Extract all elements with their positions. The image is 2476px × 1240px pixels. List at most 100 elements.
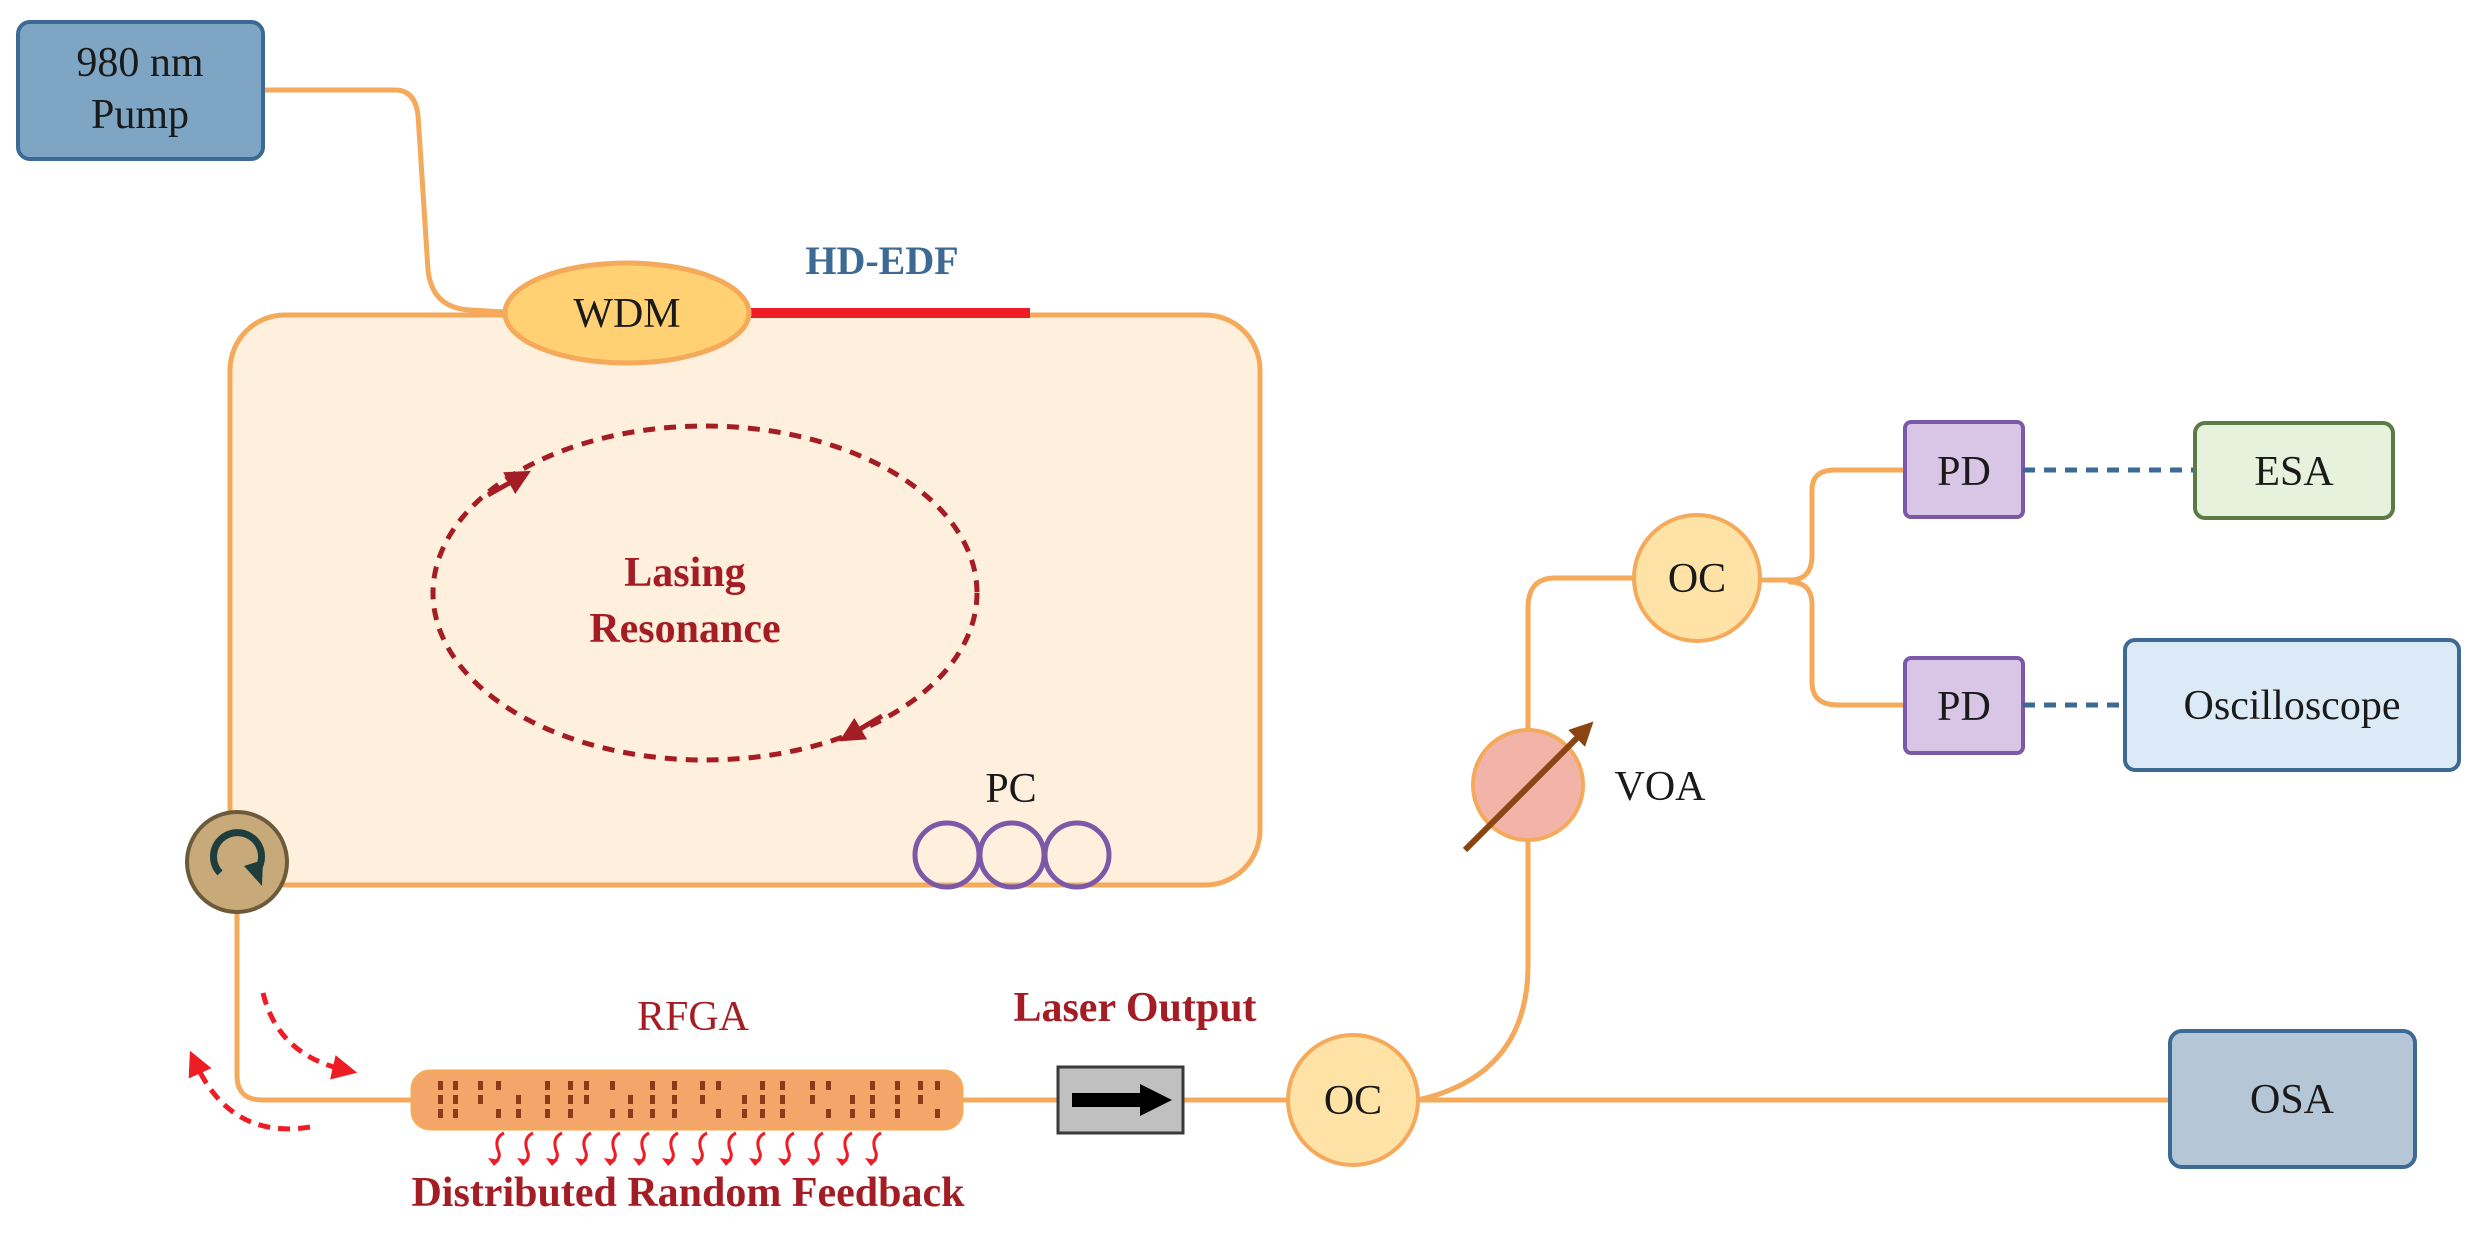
- grating-mark: [810, 1095, 815, 1104]
- grating-mark: [568, 1081, 573, 1090]
- pump-label-line2: Pump: [91, 92, 189, 138]
- lasing-label-line2: Resonance: [589, 606, 780, 652]
- feedback-return-arrow: [188, 1050, 311, 1132]
- rfga-label: RFGA: [637, 994, 750, 1040]
- grating-mark: [672, 1095, 677, 1104]
- grating-mark: [742, 1109, 747, 1118]
- oc-upper-label: OC: [1668, 556, 1726, 602]
- osa-box: [2168, 1029, 2417, 1169]
- resonance-arrow-bottom: [839, 713, 884, 742]
- grating-mark: [545, 1095, 550, 1104]
- feedback-arrow-head: [749, 1158, 761, 1166]
- grating-mark: [545, 1081, 550, 1090]
- grating-mark: [438, 1081, 443, 1090]
- oscilloscope-box: [2123, 638, 2461, 772]
- esa-label: ESA: [2254, 449, 2334, 495]
- pump-fiber: [260, 87, 508, 315]
- feedback-arrow: [493, 1131, 505, 1165]
- grating-mark: [610, 1109, 615, 1118]
- grating-mark: [895, 1081, 900, 1090]
- grating-mark: [935, 1109, 940, 1118]
- grating-mark: [780, 1081, 785, 1090]
- grating-mark: [700, 1081, 705, 1090]
- feedback-arrow: [551, 1131, 563, 1165]
- pump-box: [16, 20, 265, 161]
- feedback-arrow-head: [488, 1158, 500, 1166]
- grating-mark: [760, 1109, 765, 1118]
- feedback-arrow: [638, 1131, 650, 1165]
- wdm-coupler: [502, 260, 752, 366]
- grating-mark: [650, 1081, 655, 1090]
- grating-mark: [700, 1095, 705, 1104]
- lasing-label-line1: Lasing: [624, 550, 745, 596]
- pc-label: PC: [985, 766, 1036, 812]
- grating-mark: [650, 1109, 655, 1118]
- grating-mark: [935, 1081, 940, 1090]
- upper-oc-split-fiber: [1755, 467, 1908, 708]
- incoming-arrow: [260, 992, 358, 1080]
- grating-mark: [584, 1095, 589, 1104]
- grating-mark: [760, 1095, 765, 1104]
- grating-mark: [516, 1109, 521, 1118]
- pc-loop-3: [1042, 820, 1112, 890]
- grating-mark: [918, 1095, 923, 1104]
- feedback-arrow: [725, 1131, 737, 1165]
- feedback-arrow: [812, 1131, 824, 1165]
- feedback-arrow-head: [604, 1158, 616, 1166]
- feedback-arrow-head: [865, 1158, 877, 1166]
- feedback-arrow-head: [778, 1158, 790, 1166]
- feedback-arrow: [783, 1131, 795, 1165]
- grating-mark: [496, 1081, 501, 1090]
- grating-mark: [453, 1109, 458, 1118]
- grating-mark: [568, 1109, 573, 1118]
- feedback-arrow: [580, 1131, 592, 1165]
- oc-main: [1286, 1033, 1420, 1167]
- circulator-to-rfga-fiber: [234, 909, 415, 1103]
- grating-mark: [850, 1109, 855, 1118]
- grating-mark: [870, 1081, 875, 1090]
- grating-mark: [895, 1095, 900, 1104]
- grating-mark: [568, 1095, 573, 1104]
- feedback-arrow-head: [691, 1158, 703, 1166]
- resonance-arrow-top: [486, 470, 531, 498]
- feedback-arrow: [667, 1131, 679, 1165]
- pd-top-label: PD: [1937, 449, 1991, 495]
- grating-mark: [516, 1095, 521, 1104]
- oc-to-voa-fiber: [1415, 575, 1638, 1103]
- esa-box: [2193, 421, 2395, 520]
- grating-mark: [628, 1109, 633, 1118]
- feedback-arrow-head: [517, 1158, 529, 1166]
- grating-mark: [453, 1095, 458, 1104]
- rfga-grating-marks: [438, 1081, 940, 1118]
- grating-mark: [826, 1109, 831, 1118]
- ring-cavity: [227, 312, 1263, 888]
- feedback-arrow: [870, 1131, 882, 1165]
- feedback-arrow: [522, 1131, 534, 1165]
- lasing-resonance-loop: [430, 423, 980, 763]
- grating-mark: [895, 1109, 900, 1118]
- grating-mark: [453, 1081, 458, 1090]
- feedback-arrow: [841, 1131, 853, 1165]
- grating-mark: [780, 1109, 785, 1118]
- grating-mark: [918, 1081, 923, 1090]
- laser-output-label: Laser Output: [1013, 985, 1256, 1031]
- feedback-arrow-head: [807, 1158, 819, 1166]
- grating-mark: [650, 1095, 655, 1104]
- grating-mark: [628, 1095, 633, 1104]
- voa-adjust-arrow-icon: [1462, 721, 1594, 853]
- distributed-feedback-label: Distributed Random Feedback: [411, 1170, 965, 1216]
- grating-mark: [584, 1081, 589, 1090]
- voa-label: VOA: [1615, 764, 1707, 810]
- grating-mark: [870, 1095, 875, 1104]
- feedback-arrow-head: [720, 1158, 732, 1166]
- hd-edf-label: HD-EDF: [805, 238, 958, 283]
- distributed-feedback-arrows: [488, 1131, 882, 1166]
- grating-mark: [438, 1109, 443, 1118]
- circulator-arrow-icon: [210, 829, 265, 876]
- isolator-arrow-head: [1140, 1084, 1172, 1116]
- grating-mark: [478, 1081, 483, 1090]
- grating-mark: [810, 1081, 815, 1090]
- feedback-arrow: [696, 1131, 708, 1165]
- grating-mark: [850, 1095, 855, 1104]
- oscilloscope-label: Oscilloscope: [2184, 683, 2401, 729]
